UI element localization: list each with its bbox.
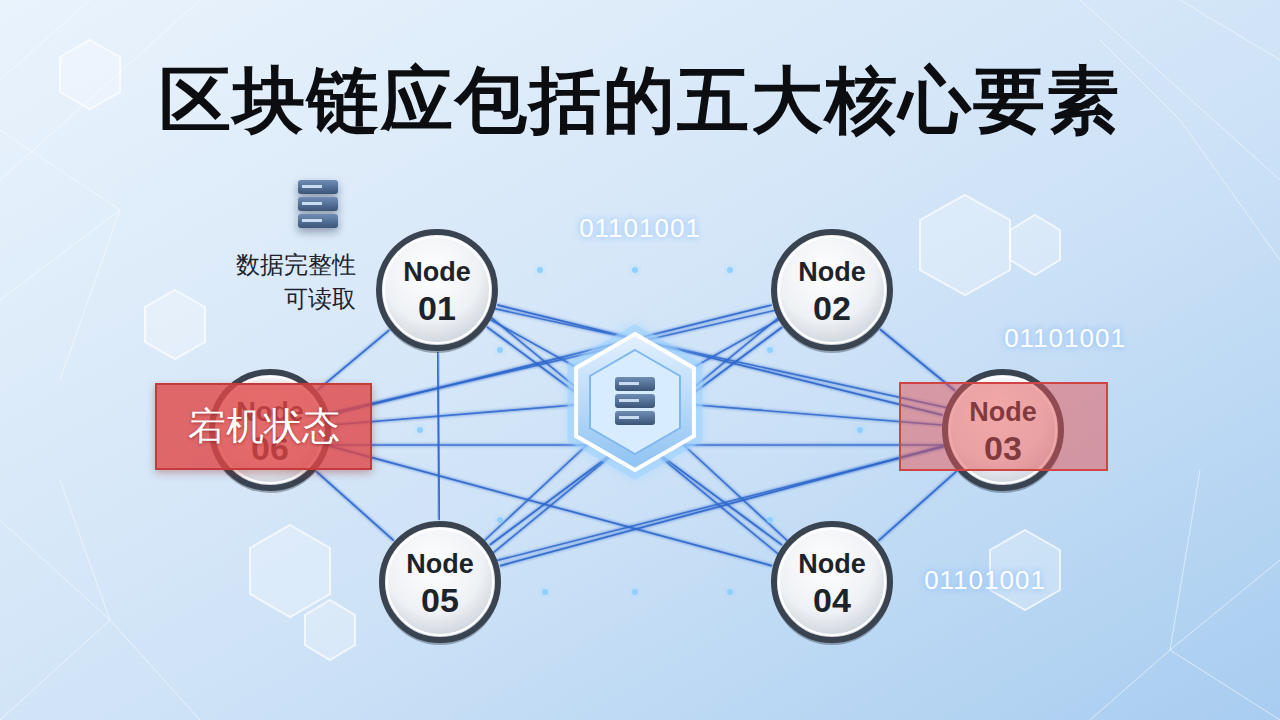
hub-glow (568, 324, 703, 480)
glow-dot (497, 347, 503, 353)
node-shadow (380, 525, 500, 645)
network-link (499, 289, 770, 291)
node-highlight (779, 529, 885, 635)
network-link (316, 471, 394, 540)
status-label: 宕机状态 (188, 401, 340, 452)
network-link (502, 581, 770, 583)
server-slot (302, 219, 322, 222)
server-layer (298, 180, 338, 194)
node-ring (382, 524, 498, 640)
mesh-lines (1080, 0, 1280, 720)
network-link (880, 329, 955, 390)
hub-server-icon (615, 377, 655, 425)
glow-dot (767, 517, 773, 523)
hub-spokes (270, 290, 1003, 582)
node-shadow (943, 373, 1063, 493)
glow-dot (497, 517, 503, 523)
node-label: Node 05 (394, 546, 486, 618)
network-node: Node 04 (770, 520, 894, 644)
glow-dot (417, 427, 423, 433)
glow-dot (542, 589, 548, 595)
annotation-text: 数据完整性 可读取 (228, 248, 356, 316)
node-ring (774, 232, 890, 348)
glow-dot (632, 267, 638, 273)
decor-hexagon (990, 530, 1060, 610)
diagram-title: 区块链应包括的五大核心要素 (0, 52, 1280, 148)
server-layer (615, 377, 655, 391)
glow-dot (632, 589, 638, 595)
server-layer (615, 411, 655, 425)
server-layer (615, 394, 655, 408)
network-link (878, 471, 956, 541)
node-highlight (950, 377, 1056, 483)
node-ring (774, 524, 890, 640)
network-link (831, 352, 833, 520)
node-label: Node 02 (786, 254, 878, 326)
glow-dot (537, 267, 543, 273)
decor-hexagon (145, 290, 205, 359)
status-box: 宕机状态 (155, 383, 372, 470)
node-shadow (377, 233, 497, 353)
network-link (490, 327, 783, 545)
glow-dot (857, 427, 863, 433)
mesh-strand (455, 300, 980, 415)
network-link (438, 352, 440, 520)
node-shadow (772, 233, 892, 353)
central-hub (568, 324, 703, 480)
node-shadow (772, 525, 892, 645)
server-slot (302, 202, 322, 205)
glow-dot (727, 589, 733, 595)
binary-code: 01101001 (1004, 323, 1126, 354)
mesh-strand (470, 300, 800, 572)
glow-dot (727, 267, 733, 273)
alert-highlight (900, 383, 1107, 470)
decor-hexagon (60, 40, 120, 109)
network-node: Node 01 (375, 228, 499, 352)
decor-hexagon (250, 525, 330, 617)
binary-code: 01101001 (579, 213, 701, 244)
node-ring (379, 232, 495, 348)
decor-hexagon (1010, 215, 1060, 275)
server-layer (298, 214, 338, 228)
network-node: Node 05 (378, 520, 502, 644)
mesh-strand (452, 440, 970, 572)
server-icon (298, 180, 338, 228)
node-label: Node 01 (391, 254, 483, 326)
network-link (487, 327, 782, 545)
decor-hexagons (60, 40, 1060, 660)
network-node: Node 03 (941, 368, 1065, 492)
network-link (318, 330, 390, 390)
node-highlight (384, 237, 490, 343)
node-highlight (779, 237, 885, 343)
network-node: Node 02 (770, 228, 894, 352)
hub-inner-hexagon (590, 350, 680, 454)
node-label: Node 04 (786, 546, 878, 618)
glow-dot (767, 347, 773, 353)
server-slot (619, 382, 639, 385)
node-label: Node 03 (957, 394, 1049, 466)
server-layer (298, 197, 338, 211)
server-slot (302, 185, 322, 188)
node-ring (945, 372, 1061, 488)
binary-code: 01101001 (924, 565, 1046, 596)
decor-hexagon (305, 600, 355, 660)
hub-hexagon (576, 334, 694, 470)
server-slot (619, 416, 639, 419)
node-highlight (387, 529, 493, 635)
server-slot (619, 399, 639, 402)
mesh-strand (300, 300, 820, 420)
decor-hexagon (920, 195, 1010, 295)
mesh-strand (470, 300, 800, 572)
mesh-lines (0, 0, 200, 720)
